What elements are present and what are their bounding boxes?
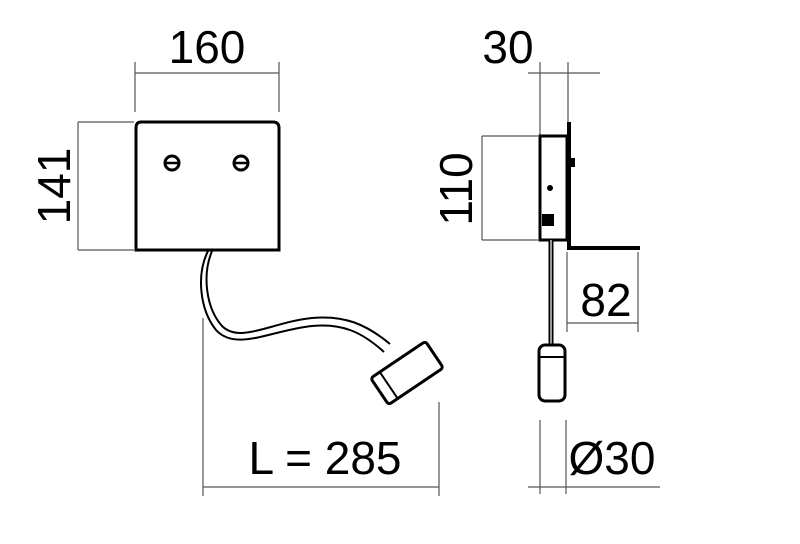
length-label: L = 285 [248,432,401,484]
screw-left [163,154,181,172]
width-dimension: 160 [134,21,280,112]
height-dimension: 141 [28,121,134,251]
arm-drop-label: 82 [580,274,631,326]
length-dimension: L = 285 [202,318,440,496]
mount-height-label: 110 [430,152,482,225]
flexible-arm [200,250,385,353]
side-nub [571,158,575,167]
width-label: 160 [169,21,246,73]
side-view: 30 110 82 [430,21,660,494]
mount-height-dimension: 110 [430,135,538,241]
screw-right [232,154,250,172]
diameter-dimension: Ø30 [528,420,660,494]
wall-plate [134,120,281,252]
side-lamp-head [537,343,567,403]
diameter-label: Ø30 [569,432,656,484]
side-indicator [547,185,553,191]
depth-dimension: 30 [482,21,600,135]
height-label: 141 [28,148,80,225]
lamp-head [370,340,444,406]
depth-label: 30 [482,21,533,73]
front-view: 160 141 [28,21,444,496]
side-switch [542,214,554,226]
bracket-foot [571,246,640,250]
flexible-arm-inner [205,250,391,345]
arm-drop-dimension: 82 [566,252,639,332]
wall-bracket [567,122,571,250]
